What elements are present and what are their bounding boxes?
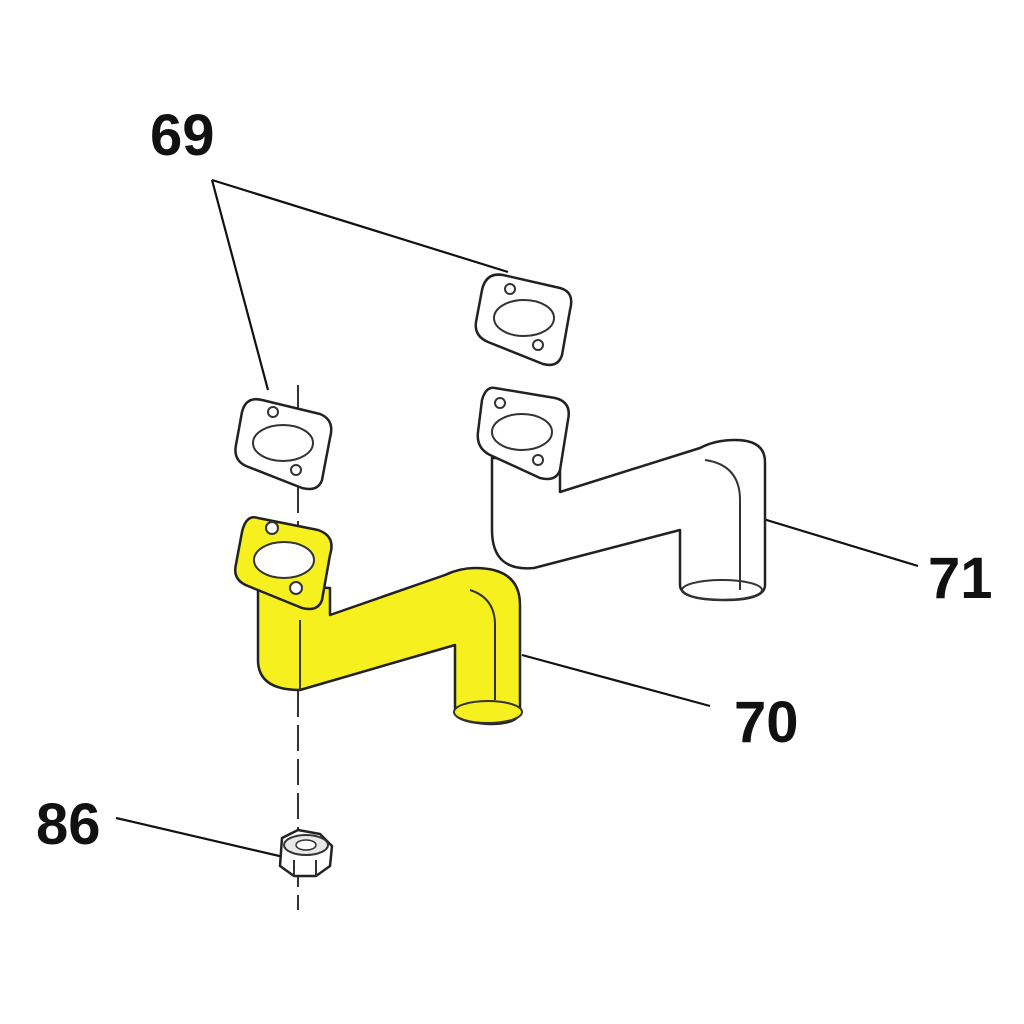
pipe-71 (490, 438, 767, 602)
leader-69-left (210, 179, 270, 391)
leader-71 (759, 516, 919, 568)
leader-70 (521, 653, 711, 708)
callout-71: 71 (928, 546, 993, 611)
flange-71 (476, 386, 570, 481)
leader-lines (115, 178, 919, 860)
gasket-69-left (234, 398, 333, 491)
pipe-70 (234, 516, 523, 726)
leader-86 (115, 816, 289, 860)
callout-70: 70 (734, 690, 799, 755)
callout-86: 86 (36, 792, 101, 857)
callout-69: 69 (150, 103, 215, 168)
nut-86 (278, 828, 334, 878)
gasket-69-right (474, 273, 573, 367)
leader-69-right (211, 178, 509, 274)
